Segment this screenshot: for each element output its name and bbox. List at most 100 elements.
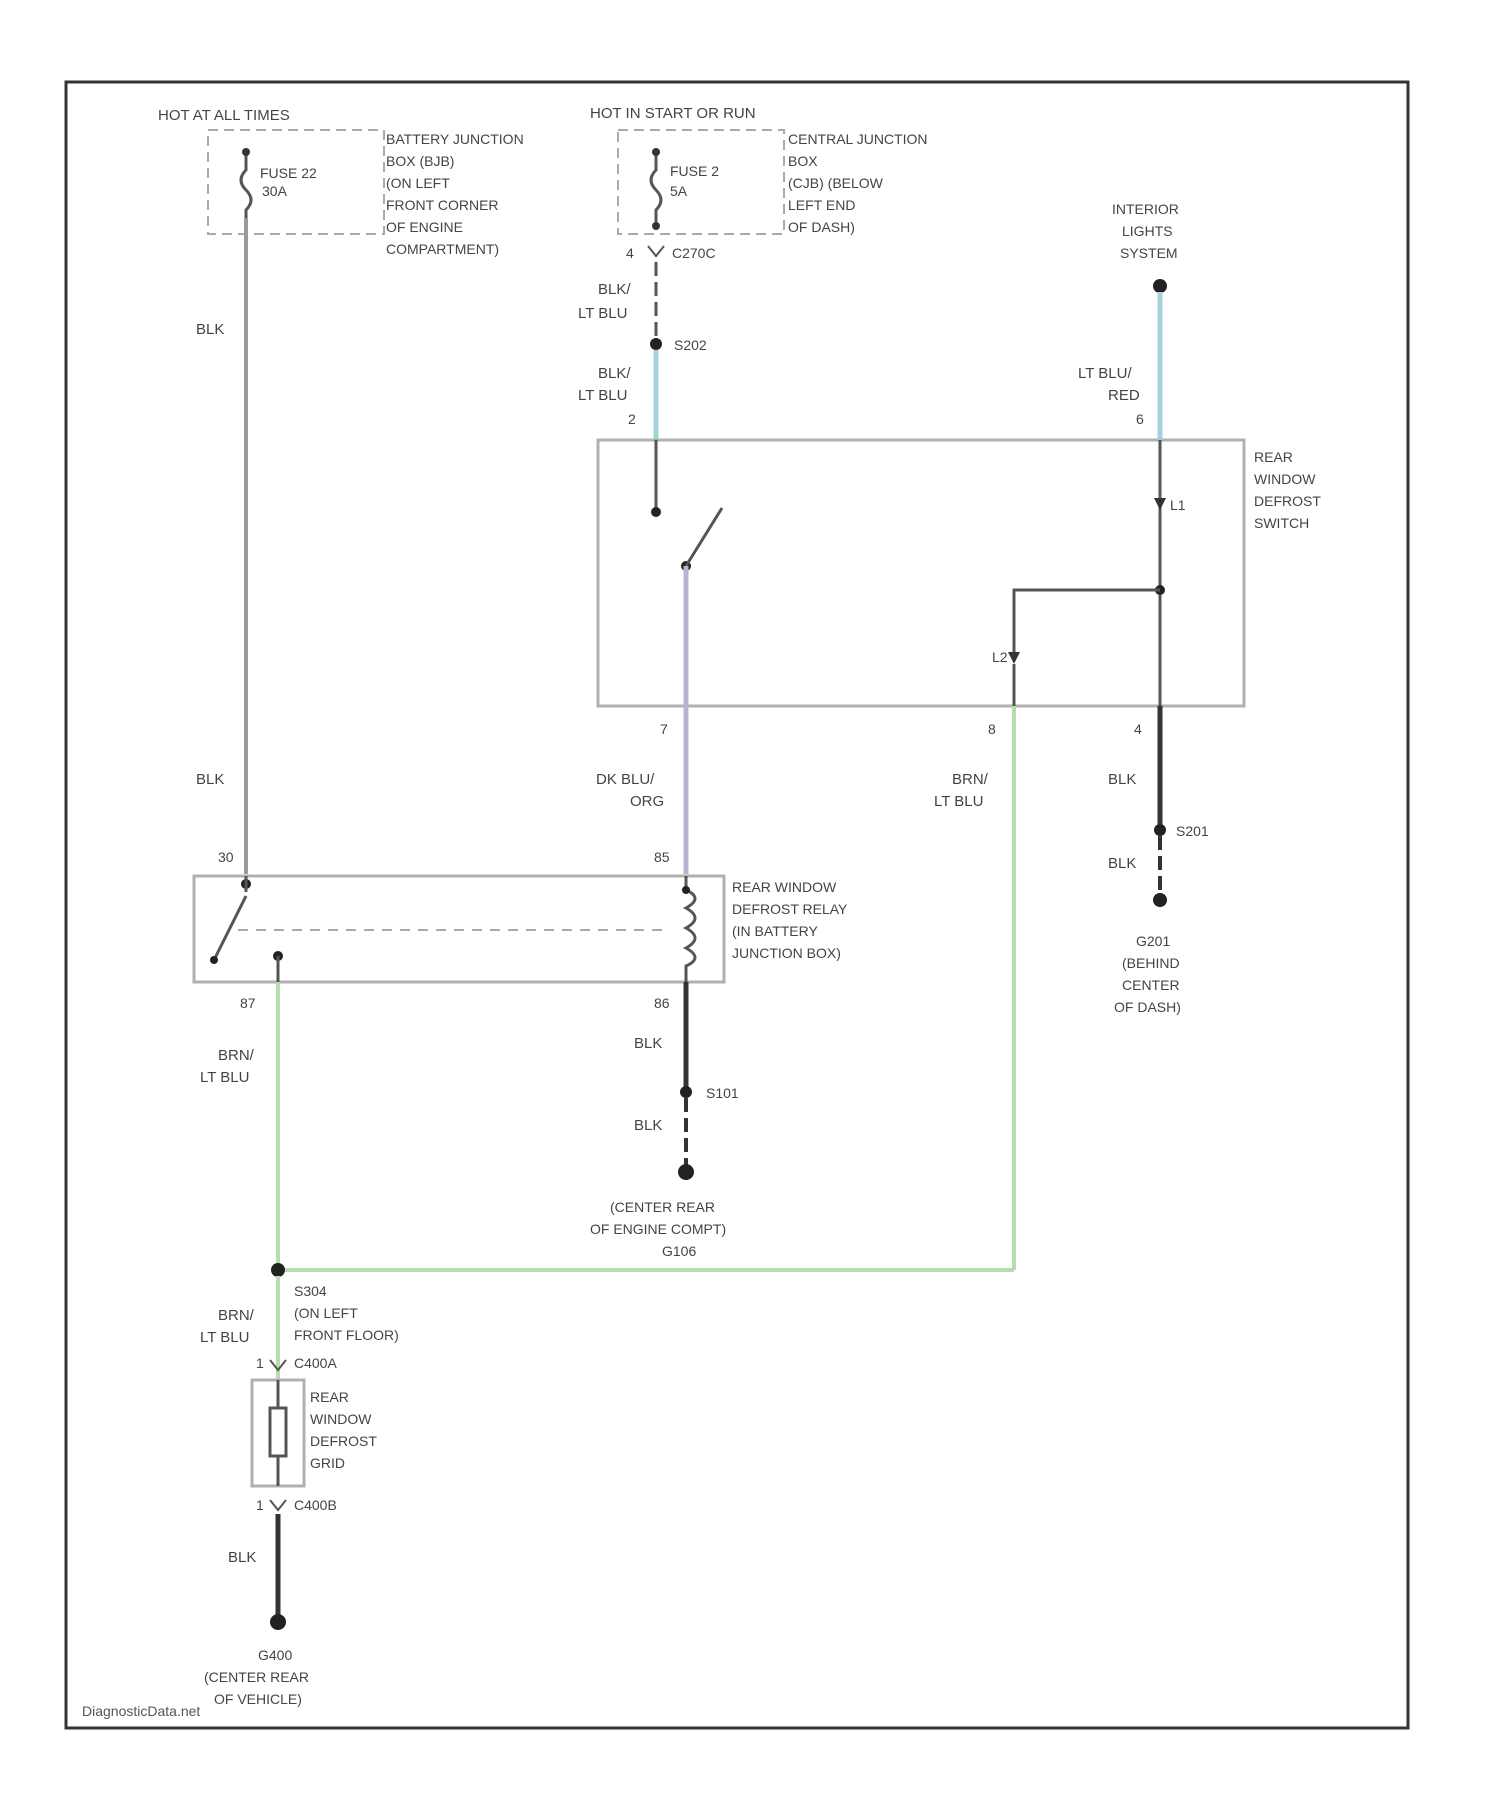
ground-g400-terminal	[270, 1614, 286, 1630]
grid-label-1: REAR	[310, 1389, 349, 1405]
fuse-left-loc-3: (ON LEFT	[386, 175, 450, 191]
wire-blk-right-label-2: BLK	[1108, 855, 1136, 872]
interior-lights-2: LIGHTS	[1122, 223, 1173, 239]
ground-g400-1: G400	[258, 1647, 292, 1663]
splice-s201-label: S201	[1176, 823, 1209, 839]
defrost-grid-element	[270, 1408, 286, 1456]
relay-pin-30: 30	[218, 849, 234, 865]
wire-blk-relay-ground-label: BLK	[634, 1035, 662, 1052]
watermark: DiagnosticData.net	[82, 1703, 200, 1719]
wire-brn-ltblu-lower-b: LT BLU	[200, 1329, 249, 1346]
c4002a-pin: 1	[256, 1355, 264, 1371]
lamp-l1-label: L1	[1170, 497, 1186, 513]
ground-g106-1: (CENTER REAR	[610, 1199, 715, 1215]
fuse-right-name: FUSE 2	[670, 163, 719, 179]
c270c-pin: 4	[626, 245, 634, 261]
relay-pin-85: 85	[654, 849, 670, 865]
ground-g400-3: OF VEHICLE)	[214, 1691, 302, 1707]
relay-label-3: (IN BATTERY	[732, 923, 818, 939]
ground-g201-3: CENTER	[1122, 977, 1180, 993]
splice-s304-3: FRONT FLOOR)	[294, 1327, 399, 1343]
wire-blk-bottom-label: BLK	[228, 1549, 256, 1566]
wire-blk-ltblu-1b: LT BLU	[578, 305, 627, 322]
wire-blk-ltblu-1a: BLK/	[598, 281, 631, 298]
splice-s202-dot	[650, 338, 662, 350]
defrost-switch-box	[598, 440, 1244, 706]
wire-dkblu-org-b: ORG	[630, 793, 664, 810]
switch-blade	[686, 508, 722, 566]
fuse-left-source: HOT AT ALL TIMES	[158, 107, 290, 124]
c4002b-pin: 1	[256, 1497, 264, 1513]
wire-ltblu-red-a: LT BLU/	[1078, 365, 1132, 382]
wire-brn-ltblu-right-a: BRN/	[952, 771, 989, 788]
grid-label-4: GRID	[310, 1455, 345, 1471]
splice-s304-1: S304	[294, 1283, 327, 1299]
grid-label-3: DEFROST	[310, 1433, 377, 1449]
lamp-l1-symbol	[1154, 498, 1166, 510]
wire-brn-ltblu-left-a: BRN/	[218, 1047, 255, 1064]
relay-pin-87: 87	[240, 995, 256, 1011]
fuse-left-box	[208, 130, 384, 234]
fuse-left-loc-5: OF ENGINE	[386, 219, 463, 235]
wire-blk-right-label: BLK	[1108, 771, 1136, 788]
ground-g201-1: G201	[1136, 933, 1170, 949]
wire-blk-ltblu-2a: BLK/	[598, 365, 631, 382]
relay-label-1: REAR WINDOW	[732, 879, 837, 895]
c270c-connector	[648, 246, 664, 256]
lamp-l2-symbol	[1008, 652, 1020, 664]
fuse-right-loc-5: OF DASH)	[788, 219, 855, 235]
ground-g400-2: (CENTER REAR	[204, 1669, 309, 1685]
grid-label-2: WINDOW	[310, 1411, 372, 1427]
switch-pin-bottom-left: 7	[660, 721, 668, 737]
wire-brn-ltblu-right-b: LT BLU	[934, 793, 983, 810]
c270c-id: C270C	[672, 245, 716, 261]
interior-lights-terminal	[1153, 279, 1167, 293]
fuse-right-rating: 5A	[670, 183, 688, 199]
fuse-left-symbol	[241, 150, 251, 218]
fuse-left-loc-2: BOX (BJB)	[386, 153, 454, 169]
splice-s101-dot	[680, 1086, 692, 1098]
fuse-right-loc-1: CENTRAL JUNCTION	[788, 131, 928, 147]
lamp-l2-label: L2	[992, 649, 1008, 665]
switch-pin-top-right: 6	[1136, 411, 1144, 427]
relay-label-4: JUNCTION BOX)	[732, 945, 841, 961]
switch-contact-fixed	[651, 507, 661, 517]
fuse-left-rating: 30A	[262, 183, 288, 199]
fuse-right-loc-2: BOX	[788, 153, 818, 169]
defrost-switch-label-3: DEFROST	[1254, 493, 1321, 509]
splice-s202-label: S202	[674, 337, 707, 353]
wire-blk-main-top-label: BLK	[196, 321, 224, 338]
splice-s101-label: S101	[706, 1085, 739, 1101]
wire-brn-ltblu-lower-a: BRN/	[218, 1307, 255, 1324]
fuse-right-loc-4: LEFT END	[788, 197, 855, 213]
fuse-left-name: FUSE 22	[260, 165, 317, 181]
interior-lights-3: SYSTEM	[1120, 245, 1178, 261]
ground-g201-terminal	[1153, 893, 1167, 907]
wire-dkblu-org-a: DK BLU/	[596, 771, 655, 788]
splice-s201-dot	[1154, 824, 1166, 836]
defrost-switch-label-2: WINDOW	[1254, 471, 1316, 487]
fuse-right-box	[618, 130, 784, 234]
ground-g201-2: (BEHIND	[1122, 955, 1180, 971]
ground-g201-4: OF DASH)	[1114, 999, 1181, 1015]
fuse-left-loc-6: COMPARTMENT)	[386, 241, 499, 257]
splice-s304-2: (ON LEFT	[294, 1305, 358, 1321]
ground-g106-3: G106	[662, 1243, 696, 1259]
defrost-switch-label-4: SWITCH	[1254, 515, 1309, 531]
switch-pin-bottom-mid: 8	[988, 721, 996, 737]
fuse-right-loc-3: (CJB) (BELOW	[788, 175, 884, 191]
wire-blk-main-mid-label: BLK	[196, 771, 224, 788]
relay-switch-blade	[214, 896, 246, 960]
fuse-left-loc-1: BATTERY JUNCTION	[386, 131, 524, 147]
wire-brn-ltblu-left-b: LT BLU	[200, 1069, 249, 1086]
wire-blk-ltblu-2b: LT BLU	[578, 387, 627, 404]
relay-pin-86: 86	[654, 995, 670, 1011]
defrost-switch-label-1: REAR	[1254, 449, 1293, 465]
c4002a-id: C400A	[294, 1355, 337, 1371]
wire-blk-relay-ground-label-2: BLK	[634, 1117, 662, 1134]
relay-label-2: DEFROST RELAY	[732, 901, 848, 917]
switch-pin-top-left: 2	[628, 411, 636, 427]
c4002b-id: C400B	[294, 1497, 337, 1513]
wire-ltblu-red-b: RED	[1108, 387, 1140, 404]
